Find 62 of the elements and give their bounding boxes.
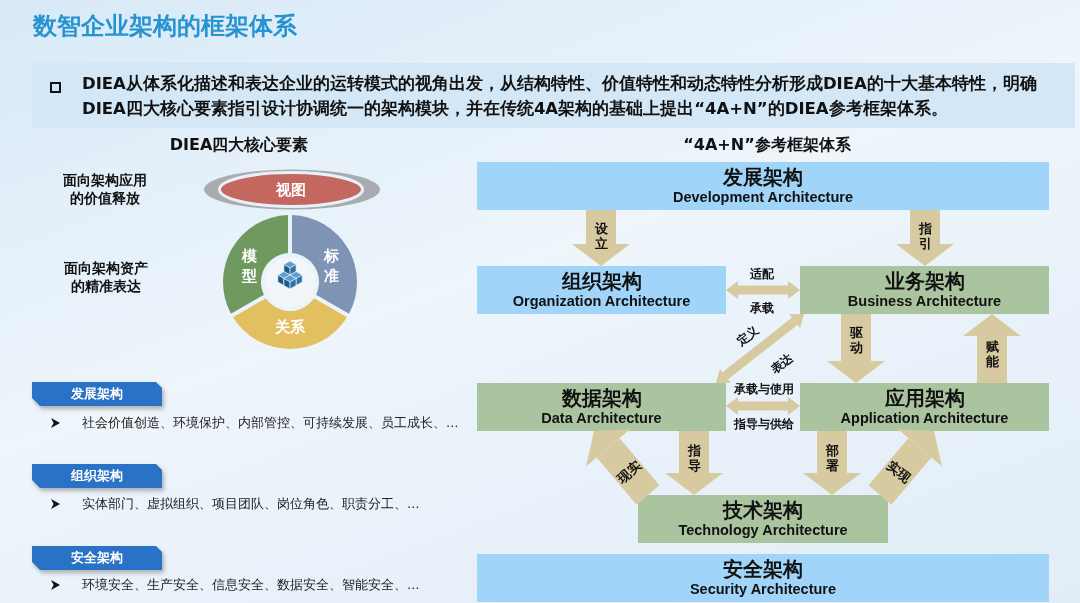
page-title: 数智企业架构的框架体系	[33, 11, 297, 41]
banner	[32, 63, 1075, 128]
block-arrow	[896, 210, 954, 266]
node-title: 数据架构	[561, 387, 642, 410]
node-subtitle: Application Architecture	[840, 409, 1009, 427]
section-heading: DIEA四大核心要素	[169, 135, 309, 155]
node-title: 发展架构	[723, 166, 803, 189]
heading-tab	[32, 464, 162, 488]
architecture-box	[638, 495, 888, 543]
arrow-caption: 指导与供给	[734, 416, 794, 432]
block-arrow	[572, 210, 630, 266]
edge-label: 驱动	[848, 324, 864, 356]
view-ellipse	[218, 171, 364, 208]
edge-label: 设立	[593, 220, 609, 252]
architecture-box	[477, 162, 1049, 210]
segment-label: 模型	[240, 246, 258, 286]
architecture-box	[800, 266, 1049, 314]
pie-segment	[230, 295, 350, 350]
node-title: 技术架构	[723, 499, 803, 522]
edge-label: 定义	[733, 322, 763, 350]
block-arrow	[665, 431, 723, 495]
node-subtitle: Business Architecture	[847, 292, 1002, 310]
intro-text: DIEA从体系化描述和表达企业的运转模式的视角出发，从结构特性、价值特性和动态特性分析形成DIEA的十大基本特性，明确DIEA四大核心要素指引设计协调统一的架构模块，并在传统4A架构的基础上提出“4A+N”的DIEA参考框架体系。	[82, 73, 1038, 120]
node-subtitle: Data Architecture	[541, 409, 662, 427]
edge-label: 赋能	[984, 338, 1000, 370]
bullet-text: 实体部门、虚拟组织、项目团队、岗位角色、职责分工、…	[82, 495, 420, 513]
edge-label: 指引	[917, 220, 933, 252]
side-caption: 面向架构资产的精准表达	[63, 259, 149, 295]
architecture-box	[800, 383, 1049, 431]
block-arrow	[963, 314, 1021, 383]
arrow-caption: 表达	[767, 350, 797, 378]
architecture-box	[477, 266, 726, 314]
double-arrow	[726, 281, 800, 299]
node-subtitle: Technology Architecture	[678, 521, 848, 539]
node-subtitle: Security Architecture	[689, 580, 837, 598]
bullet-text: 环境安全、生产安全、信息安全、数据安全、智能安全、…	[82, 576, 420, 594]
architecture-box	[477, 554, 1049, 602]
edge-label: 承载与使用	[734, 381, 794, 397]
edge-label: 适配	[750, 266, 774, 282]
section-heading: “4A+N”参考框架体系	[683, 135, 851, 155]
architecture-box	[477, 383, 726, 431]
ellipse-label: 视图	[276, 180, 306, 199]
tab-label: 安全架构	[71, 550, 123, 566]
heading-tab	[32, 546, 162, 570]
tab-label: 发展架构	[71, 386, 123, 402]
bullet-text: 社会价值创造、环境保护、内部管控、可持续发展、员工成长、…	[82, 414, 459, 432]
tab-label: 组织架构	[71, 468, 123, 484]
edge-label: 部署	[824, 442, 840, 474]
edge-label: 指导	[686, 442, 702, 474]
block-arrow	[827, 314, 885, 383]
node-title: 业务架构	[884, 270, 965, 293]
segment-label: 标准	[322, 246, 340, 286]
node-title: 组织架构	[561, 270, 642, 293]
double-arrow	[726, 397, 800, 415]
node-title: 应用架构	[884, 387, 965, 410]
segment-label: 关系	[275, 317, 305, 337]
heading-tab	[32, 382, 162, 406]
node-title: 安全架构	[723, 558, 803, 581]
side-caption: 面向架构应用的价值释放	[62, 171, 148, 207]
arrow-caption: 承载	[750, 300, 774, 316]
node-subtitle: Development Architecture	[673, 188, 853, 206]
node-subtitle: Organization Architecture	[512, 292, 691, 310]
